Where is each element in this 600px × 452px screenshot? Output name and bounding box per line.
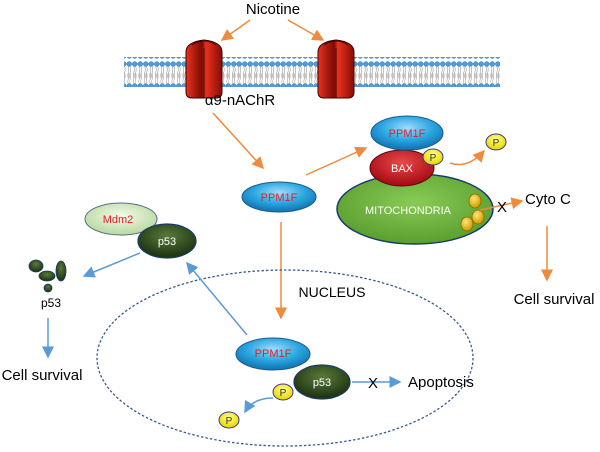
ppm1f-label: PPM1F <box>261 192 298 204</box>
ppm1f-mitochondrial: PPM1F <box>370 115 444 151</box>
receptor-label: α9-nAChR <box>205 92 276 109</box>
mdm2: Mdm2 <box>84 202 158 236</box>
arrow-nicotine-to-receptor-left <box>220 19 251 41</box>
p53-fragments-label: p53 <box>41 296 61 310</box>
receptor-left-icon <box>185 39 223 99</box>
p53-degradation-fragments-icon <box>28 259 67 293</box>
ppm1f-nuclear: PPM1F <box>235 337 311 371</box>
arrow-phosphate-release <box>449 149 485 166</box>
arrow-p53-degradation <box>82 252 141 278</box>
arrow-receptor-to-ppm1f <box>212 112 265 170</box>
nucleus-label: NUCLEUS <box>299 284 366 300</box>
mitochondria-label: MITOCHONDRIA <box>365 205 452 217</box>
cyto-c-orb-icon <box>468 193 482 209</box>
ppm1f-label: PPM1F <box>389 128 426 140</box>
arrow-nicotine-to-receptor-right <box>287 19 325 41</box>
phosphate-on-p53: P <box>272 383 294 401</box>
p53-label: p53 <box>158 236 176 248</box>
p53-mdm2-bound: p53 <box>137 223 197 259</box>
arrow-nuclear-export-p53 <box>186 261 248 336</box>
block-mark-apoptosis: X <box>368 375 378 392</box>
phosphate-label: P <box>493 138 500 149</box>
nucleus-boundary <box>96 269 474 447</box>
mdm2-label: Mdm2 <box>103 214 134 226</box>
phosphate-released: P <box>485 133 507 151</box>
p53-nuclear: p53 <box>293 364 351 400</box>
nicotine-label: Nicotine <box>246 1 300 18</box>
block-mark-cyto-c: X <box>497 199 507 216</box>
phosphate-label: P <box>280 388 287 399</box>
arrow-ppm1f-to-bax <box>305 146 368 176</box>
mitochondria: MITOCHONDRIA <box>336 173 494 245</box>
cyto-c-orb-icon <box>460 216 474 232</box>
ppm1f-cytoplasm: PPM1F <box>241 181 317 213</box>
p53-label: p53 <box>313 377 331 389</box>
phosphate-label: P <box>430 153 437 164</box>
cell-survival-right-label: Cell survival <box>514 291 595 308</box>
cyto-c-label: Cyto C <box>525 191 571 208</box>
phosphate-on-bax: P <box>422 148 444 166</box>
ppm1f-label: PPM1F <box>255 348 292 360</box>
cyto-c-orb-icon <box>471 209 485 225</box>
phosphate-removed: P <box>218 411 240 429</box>
cell-survival-left-label: Cell survival <box>2 367 83 384</box>
receptor-right-icon <box>317 39 355 99</box>
arrow-p53-dephosphorylation <box>244 397 274 414</box>
bax-label: BAX <box>391 163 414 175</box>
phosphate-label: P <box>226 416 233 427</box>
apoptosis-label: Apoptosis <box>408 374 474 391</box>
arrow-cyto-c-release <box>479 197 524 211</box>
cell-membrane <box>124 57 500 87</box>
